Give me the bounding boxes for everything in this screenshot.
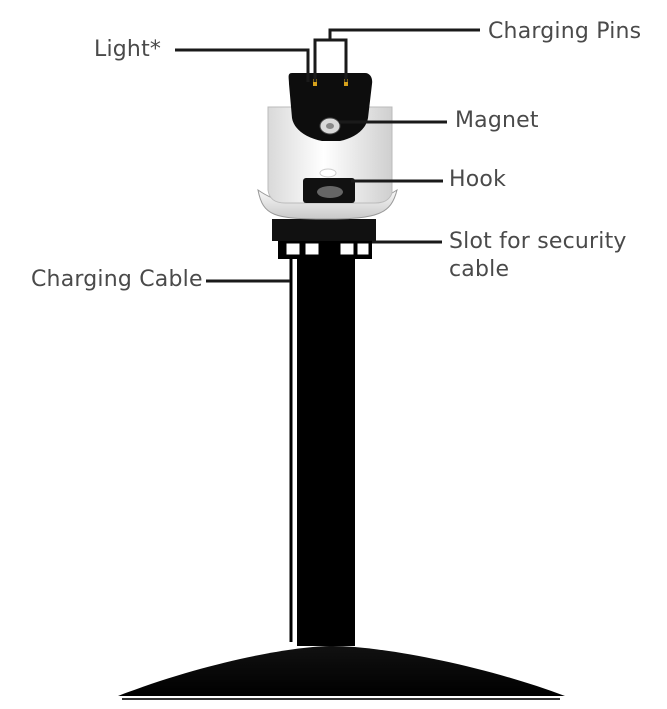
cradle-neck xyxy=(272,219,376,241)
cradle-body xyxy=(267,106,393,204)
hook-center xyxy=(317,186,343,198)
stand-base xyxy=(118,646,565,696)
security-slot-1 xyxy=(285,242,301,256)
label-slot-line1: Slot for security xyxy=(449,229,627,254)
label-slot-line2: cable xyxy=(449,257,510,282)
security-slot-4 xyxy=(356,242,370,256)
label-hook: Hook xyxy=(449,167,507,192)
label-charging-cable: Charging Cable xyxy=(31,267,203,292)
leader-charging-pins xyxy=(313,28,480,82)
label-light: Light* xyxy=(94,37,162,62)
charging-head xyxy=(288,73,373,141)
security-slot-2 xyxy=(304,242,320,256)
light-indicator xyxy=(319,168,337,178)
label-charging-pins: Charging Pins xyxy=(488,19,642,44)
label-slot-for-security-cable: Slot for security cable xyxy=(449,228,627,284)
security-slot-3 xyxy=(339,242,355,256)
label-magnet: Magnet xyxy=(455,108,539,133)
magnet-center xyxy=(326,123,334,129)
stand-column xyxy=(297,254,355,646)
leader-light xyxy=(175,48,310,82)
